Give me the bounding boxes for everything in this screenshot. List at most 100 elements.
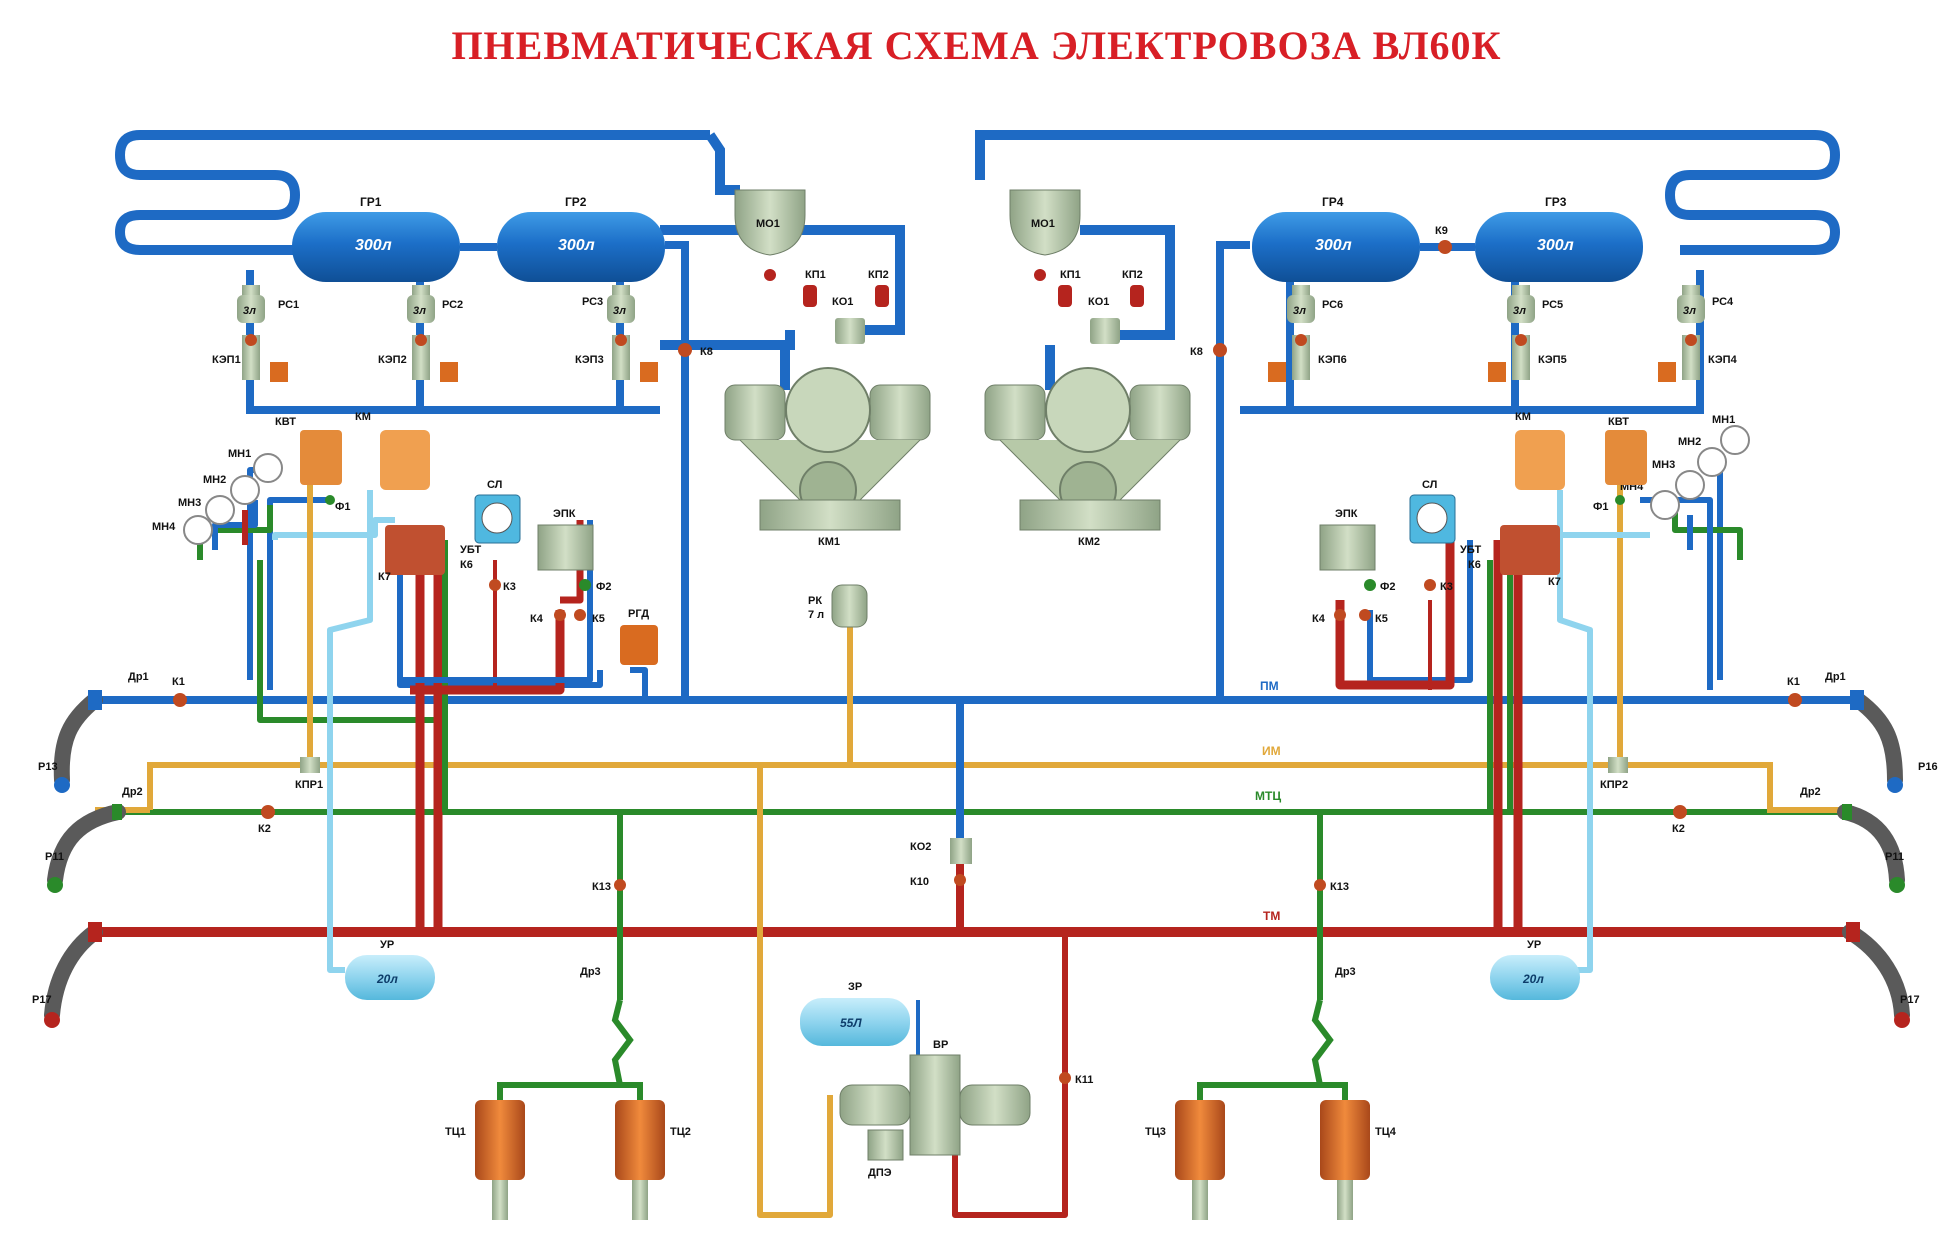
svg-text:КЭП1: КЭП1 [212,354,241,366]
compressor-km2: КМ2 [984,367,1191,548]
tank-gr3: 300л ГР3 [1475,195,1643,282]
svg-text:СЛ: СЛ [1422,479,1437,491]
sl-right: СЛ К3 [1409,479,1456,593]
svg-text:К6: К6 [460,559,473,571]
svg-text:КПР2: КПР2 [1600,779,1628,791]
svg-text:МН1: МН1 [1712,414,1735,426]
tank-zr: 55Л ЗР [800,981,910,1046]
svg-text:К4: К4 [530,613,544,625]
svg-text:ТЦ1: ТЦ1 [445,1126,466,1138]
svg-text:Р16: Р16 [1918,761,1938,773]
ko1-right: КО1 КП1 КП2 [1058,269,1144,344]
svg-text:КЭП3: КЭП3 [575,354,604,366]
valve-k8-right[interactable]: К8 [1190,343,1227,358]
svg-text:КВТ: КВТ [1608,416,1629,428]
svg-text:К13: К13 [592,881,611,893]
svg-text:Ф2: Ф2 [596,581,612,593]
svg-text:К11: К11 [1075,1074,1093,1086]
svg-text:ДПЭ: ДПЭ [868,1167,892,1179]
svg-text:К1: К1 [1787,676,1800,688]
svg-text:К4: К4 [1312,613,1326,625]
svg-text:КВТ: КВТ [275,416,296,428]
label-pm: ПМ [1260,679,1279,693]
tank-ur-left: 20л УР [345,939,435,1000]
svg-text:20л: 20л [376,972,398,986]
svg-text:3л: 3л [1513,305,1526,317]
svg-text:К9: К9 [1435,225,1448,237]
gauges-left: МН4 МН3 МН2 МН1 [152,448,283,545]
ko1-left: КО1 КП1 КП2 [803,269,889,344]
svg-text:УР: УР [380,939,394,951]
svg-text:КЭП2: КЭП2 [378,354,407,366]
hose-r16 [1850,692,1903,788]
svg-text:К7: К7 [1548,576,1561,588]
epk-right: ЭПК Ф2 К4 К5 [1312,508,1396,625]
svg-text:К8: К8 [700,346,713,358]
svg-text:УБТ: УБТ [1460,544,1481,556]
svg-text:ЗР: ЗР [848,981,862,993]
km-right[interactable]: КМ [1515,411,1565,490]
svg-text:Р17: Р17 [1900,994,1920,1006]
trunk-lines [95,696,1855,937]
svg-text:КО1: КО1 [832,296,853,308]
svg-text:К1: К1 [172,676,185,688]
svg-text:КП2: КП2 [868,269,889,281]
svg-text:К3: К3 [503,581,516,593]
svg-text:МН3: МН3 [178,497,201,509]
svg-text:МН2: МН2 [1678,436,1701,448]
svg-text:3л: 3л [413,305,426,317]
svg-text:РС4: РС4 [1712,296,1734,308]
svg-text:Др3: Др3 [580,966,601,978]
valve-k8-left[interactable]: К8 [678,343,713,358]
km-left[interactable]: КМ [355,411,430,490]
svg-text:20л: 20л [1522,972,1544,986]
svg-text:ТЦ2: ТЦ2 [670,1126,691,1138]
svg-text:К5: К5 [592,613,605,625]
svg-text:55Л: 55Л [840,1016,862,1030]
svg-text:Ф1: Ф1 [335,501,351,513]
svg-text:СЛ: СЛ [487,479,502,491]
svg-text:К2: К2 [258,823,271,835]
label-tm: ТМ [1263,909,1280,923]
svg-text:КМ: КМ [1515,411,1531,423]
svg-text:МН4: МН4 [152,521,176,533]
svg-text:ЭПК: ЭПК [553,508,576,520]
compressor-km1: КМ1 [724,367,931,548]
tank-gr2: 300л ГР2 [497,195,665,282]
svg-text:РС6: РС6 [1322,299,1343,311]
svg-text:Др1: Др1 [1825,671,1846,683]
svg-text:МН1: МН1 [228,448,251,460]
svg-text:3л: 3л [243,305,256,317]
kvt-right[interactable]: КВТ Ф1 [1593,416,1647,513]
svg-text:ТЦ4: ТЦ4 [1375,1126,1397,1138]
svg-text:КО1: КО1 [1088,296,1109,308]
valve-k9[interactable]: К9 [1435,225,1452,254]
svg-text:УР: УР [1527,939,1541,951]
ubt-right: УБТ К6 К7 [1460,525,1561,588]
svg-text:РК: РК [808,595,822,607]
svg-text:3л: 3л [1293,305,1306,317]
svg-text:КП2: КП2 [1122,269,1143,281]
sl-left: СЛ К3 [474,479,521,593]
svg-text:ТЦ3: ТЦ3 [1145,1126,1166,1138]
svg-text:Р13: Р13 [38,761,58,773]
cooling-coil-right [975,130,1841,390]
kvt-left[interactable]: КВТ Ф1 [275,416,351,513]
svg-text:К5: К5 [1375,613,1388,625]
svg-text:КЭП6: КЭП6 [1318,354,1347,366]
brake-cylinder-tc2: ТЦ2 [615,1100,691,1220]
brake-cylinder-tc4: ТЦ4 [1320,1100,1397,1220]
svg-text:Др1: Др1 [128,671,149,683]
svg-text:300л: 300л [1315,237,1352,254]
svg-text:ВР: ВР [933,1039,948,1051]
svg-text:К2: К2 [1672,823,1685,835]
svg-text:К10: К10 [910,876,929,888]
rgd-left: РГД [620,608,658,665]
svg-text:300л: 300л [1537,237,1574,254]
svg-text:КПР1: КПР1 [295,779,323,791]
svg-text:КП1: КП1 [805,269,826,281]
svg-text:МО1: МО1 [1031,218,1055,230]
oil-separator-left: МО1 [734,189,806,281]
svg-text:Р17: Р17 [32,994,52,1006]
svg-text:К6: К6 [1468,559,1481,571]
